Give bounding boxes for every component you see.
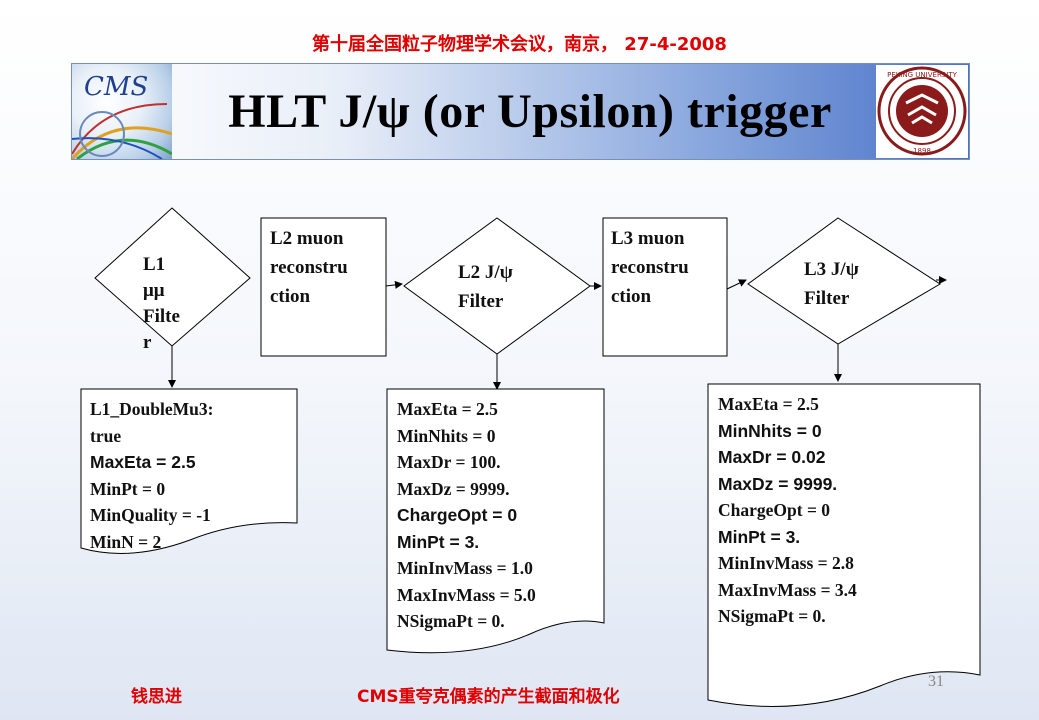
param-line: MaxDz = 9999. xyxy=(718,471,857,498)
param-line: NSigmaPt = 0. xyxy=(718,603,857,630)
param-line: MaxInvMass = 5.0 xyxy=(397,582,536,609)
param-line: ChargeOpt = 0 xyxy=(718,497,857,524)
arrow-l3muon-to-l3filter xyxy=(727,280,746,289)
param-line: MaxDr = 0.02 xyxy=(718,444,857,471)
l1-params: L1_DoubleMu3: true MaxEta = 2.5 MinPt = … xyxy=(90,396,213,555)
param-line: MaxEta = 2.5 xyxy=(397,396,536,423)
param-line: MinInvMass = 1.0 xyxy=(397,555,536,582)
param-line: MinPt = 0 xyxy=(90,476,213,503)
l1-filter-label: L1 μμ Filte r xyxy=(143,252,180,356)
page-number: 31 xyxy=(928,673,944,691)
param-line: MinN = 2 xyxy=(90,529,213,556)
l3-muon-label: L3 muon reconstru ction xyxy=(611,224,689,311)
arrow-l2muon-to-l2filter xyxy=(386,284,402,286)
param-line: MaxDr = 100. xyxy=(397,449,536,476)
footer-author: 钱思进 xyxy=(131,682,182,707)
param-line: MinPt = 3. xyxy=(718,524,857,551)
footer-topic: CMS重夸克偶素的产生截面和极化 xyxy=(357,682,620,707)
l2-muon-label: L2 muon reconstru ction xyxy=(270,224,348,311)
param-line: MinNhits = 0 xyxy=(397,423,536,450)
param-line: true xyxy=(90,423,213,450)
l3-jpsi-label: L3 J/ψ Filter xyxy=(804,255,859,313)
param-line: MaxInvMass = 3.4 xyxy=(718,577,857,604)
l2-jpsi-label: L2 J/ψ Filter xyxy=(458,258,513,316)
param-line: MinNhits = 0 xyxy=(718,418,857,445)
l2-params: MaxEta = 2.5 MinNhits = 0 MaxDr = 100. M… xyxy=(397,396,536,635)
param-line: MaxDz = 9999. xyxy=(397,476,536,503)
param-line: MinInvMass = 2.8 xyxy=(718,550,857,577)
param-line: MaxEta = 2.5 xyxy=(90,449,213,476)
param-line: NSigmaPt = 0. xyxy=(397,608,536,635)
param-line: MinPt = 3. xyxy=(397,529,536,556)
l3-params: MaxEta = 2.5 MinNhits = 0 MaxDr = 0.02 M… xyxy=(718,391,857,630)
param-line: L1_DoubleMu3: xyxy=(90,396,213,423)
param-line: MinQuality = -1 xyxy=(90,502,213,529)
param-line: MaxEta = 2.5 xyxy=(718,391,857,418)
param-line: ChargeOpt = 0 xyxy=(397,502,536,529)
